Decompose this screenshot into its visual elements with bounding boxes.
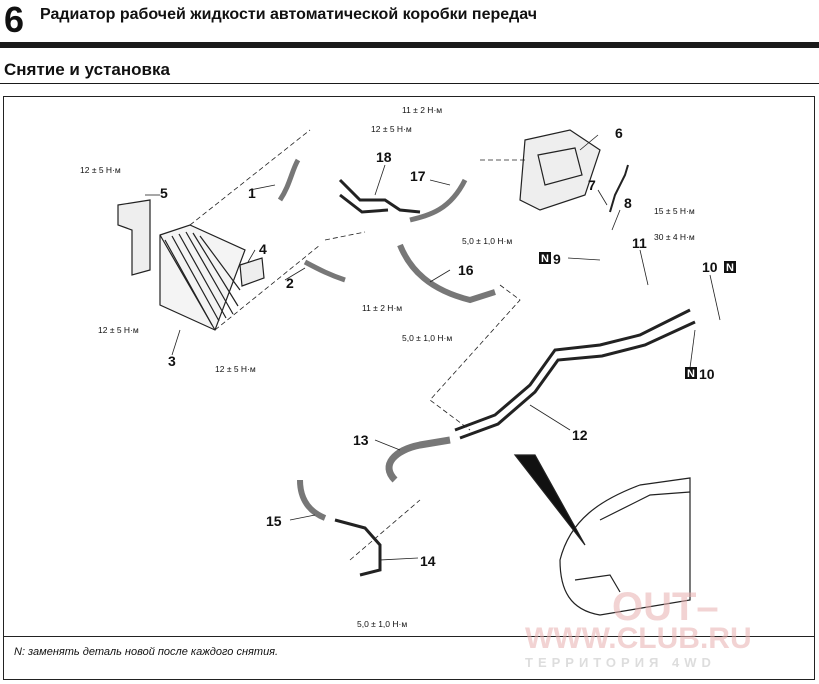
footnote-divider <box>3 636 815 637</box>
part-label-11: 11 <box>632 235 647 251</box>
part-label-16: 16 <box>458 262 474 278</box>
pipe-12 <box>454 308 691 432</box>
footnote: N: заменять деталь новой после каждого с… <box>14 646 279 658</box>
diagram-frame <box>3 96 815 680</box>
part-label-5: 5 <box>160 185 168 201</box>
part-label-7: 7 <box>588 177 596 193</box>
part-label-12: 12 <box>572 427 588 443</box>
torque-label-left-bottom: 12 ± 5 Н·м <box>98 325 139 335</box>
torque-label-center: 5,0 ± 1,0 Н·м <box>462 236 512 246</box>
part-label-9: 9 <box>553 251 561 267</box>
chapter-number: 6 <box>4 0 25 40</box>
part-label-17: 17 <box>410 168 426 184</box>
part-label-10b: 10 <box>699 366 715 382</box>
watermark-line1: OUT– <box>612 585 719 629</box>
part-label-18: 18 <box>376 149 392 165</box>
page-title: Радиатор рабочей жидкости автоматической… <box>40 6 538 23</box>
new-part-mark-9: N <box>541 253 549 265</box>
hose-1 <box>277 158 301 202</box>
hose-13 <box>385 436 451 483</box>
pipe-7 <box>609 164 629 213</box>
pipe-18 <box>338 178 421 214</box>
torque-label-mid: 11 ± 2 Н·м <box>362 303 402 313</box>
hose-16 <box>397 243 496 304</box>
section-rule <box>0 83 819 84</box>
watermark-line2: WWW.CLUB.RU <box>525 622 752 655</box>
oil-cooler <box>159 224 246 331</box>
torque-label-lower: 5,0 ± 1,0 Н·м <box>357 619 407 629</box>
bracket-5 <box>117 199 151 276</box>
hose-2 <box>303 259 346 283</box>
new-part-mark-10b: N <box>687 368 695 380</box>
location-arrow <box>513 454 586 546</box>
torque-label-upper: 12 ± 5 Н·м <box>371 124 412 134</box>
vehicle-outline <box>559 477 691 616</box>
new-part-badge-10b <box>685 367 697 379</box>
pipe-14 <box>334 518 382 577</box>
torque-label-11: 30 ± 4 Н·м <box>654 232 695 242</box>
new-part-mark-10a: N <box>726 262 734 274</box>
part-label-6: 6 <box>615 125 623 141</box>
bracket-4 <box>239 257 265 287</box>
hose-15 <box>297 479 327 521</box>
part-label-10a: 10 <box>702 259 718 275</box>
hose-17 <box>409 178 468 223</box>
watermark-line3: ТЕРРИТОРИЯ 4WD <box>525 655 716 670</box>
part-label-15: 15 <box>266 513 282 529</box>
section-title: Снятие и установка <box>4 60 170 79</box>
new-part-badge-10a <box>724 261 736 273</box>
part-label-3: 3 <box>168 353 176 369</box>
torque-label-bottom: 12 ± 5 Н·м <box>215 364 256 374</box>
new-part-badge-9 <box>539 252 551 264</box>
torque-label-pipe: 5,0 ± 1,0 Н·м <box>402 333 452 343</box>
torque-label-top: 11 ± 2 Н·м <box>402 105 442 115</box>
part-label-8: 8 <box>624 195 632 211</box>
header-rule <box>0 42 819 48</box>
part-label-2: 2 <box>286 275 294 291</box>
part-label-4: 4 <box>259 241 267 257</box>
part-label-13: 13 <box>353 432 369 448</box>
torque-label-left-top: 12 ± 5 Н·м <box>80 165 121 175</box>
part-label-14: 14 <box>420 553 436 569</box>
bracket-6 <box>519 129 601 211</box>
part-label-1: 1 <box>248 185 256 201</box>
torque-label-8: 15 ± 5 Н·м <box>654 206 695 216</box>
